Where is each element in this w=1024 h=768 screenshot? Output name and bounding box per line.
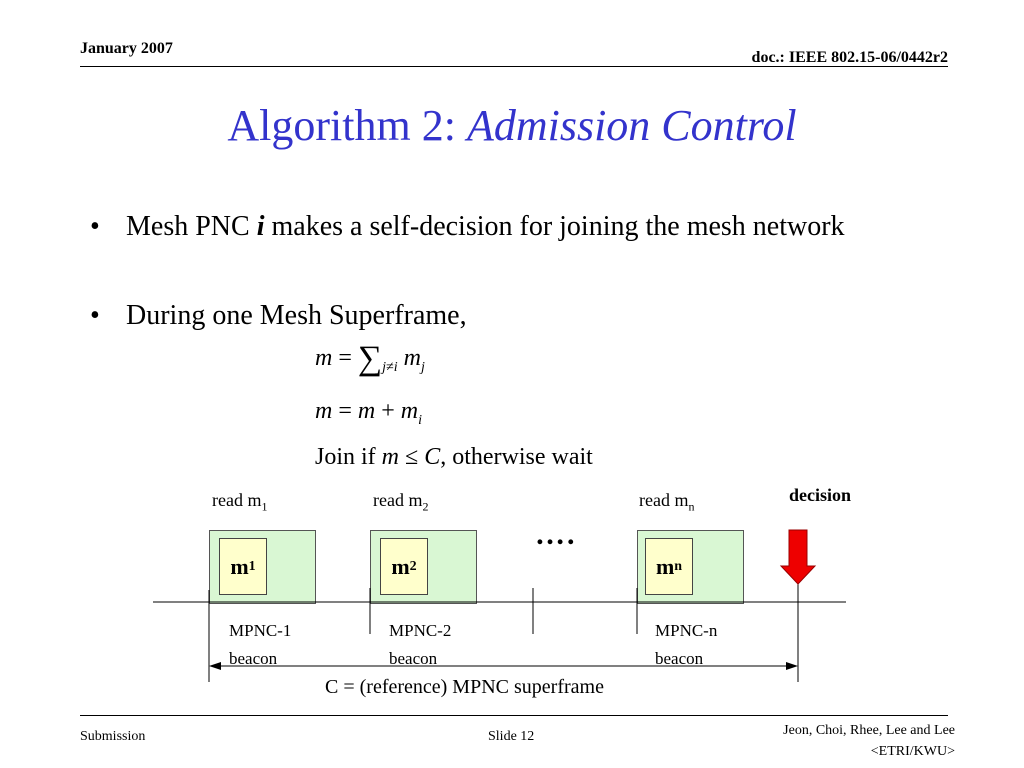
header-divider [80, 66, 948, 67]
sigma-symbol: ∑ [357, 340, 383, 377]
read-label-n: read mn [639, 490, 695, 514]
title-plain: Algorithm 2: [227, 101, 467, 150]
footer-divider [80, 715, 948, 716]
equation-join-condition: Join if m ≤ C, otherwise wait [315, 444, 593, 470]
footer-submission: Submission [80, 729, 146, 744]
bullet-text: Mesh PNC i makes a self-decision for joi… [126, 211, 845, 242]
superframe-arrow-left-head [209, 662, 221, 670]
equation-update: m = m + mi [315, 398, 423, 428]
superframe-arrow-right-head [786, 662, 798, 670]
bullet-dot: • [90, 211, 100, 242]
read-label-2: read m2 [373, 490, 429, 514]
ellipsis: …. [535, 518, 577, 551]
footer-slide-number: Slide 12 [488, 729, 535, 744]
superframe-label: C = (reference) MPNC superframe [325, 676, 604, 698]
title-italic: Admission Control [466, 101, 797, 150]
decision-arrow-icon [779, 529, 817, 585]
decision-label: decision [789, 485, 852, 505]
header-date: January 2007 [80, 40, 173, 57]
bullet-dot: • [90, 300, 100, 331]
read-label-1: read m1 [212, 490, 268, 514]
slide-title: Algorithm 2: Admission Control [0, 100, 1024, 151]
header-doc-id: doc.: IEEE 802.15-06/0442r2 [751, 49, 948, 66]
equation-sum: m = ∑j≠i mj [315, 340, 425, 377]
footer-authors: Jeon, Choi, Rhee, Lee and Lee <ETRI/KWU> [783, 723, 955, 759]
bullet-text: During one Mesh Superframe, [126, 300, 467, 331]
